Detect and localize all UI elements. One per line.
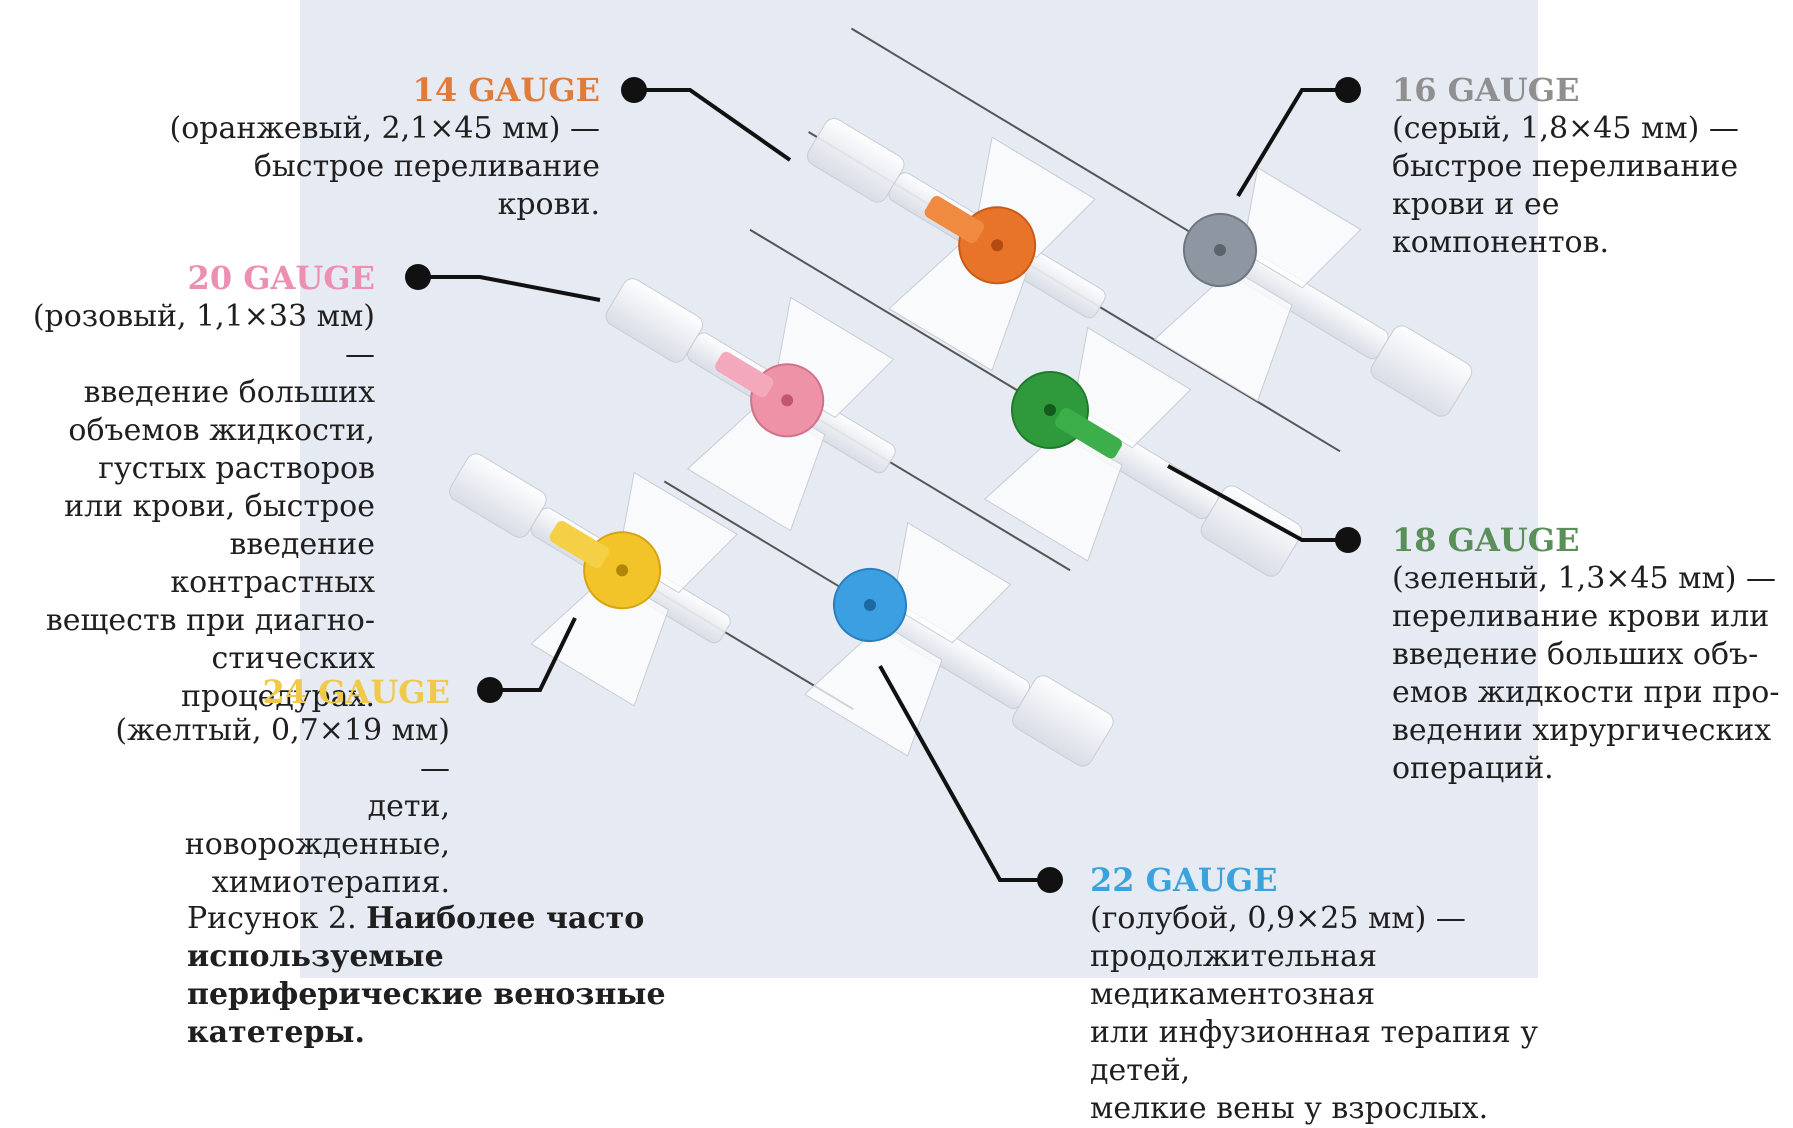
label-18-gauge: 18 GAUGE (зеленый, 1,3×45 мм) — перелива… [1392,520,1782,788]
label-14-gauge: 14 GAUGE (оранжевый, 2,1×45 мм) — быстро… [150,70,600,224]
catheter-16-gauge [850,27,1473,417]
gauge-desc-20: (розовый, 1,1×33 мм) — введение больших … [32,299,375,714]
leader-dot-20 [405,264,431,290]
leader-dot-22 [1037,867,1063,893]
leader-dot-18 [1335,527,1361,553]
catheter-22-gauge [663,480,1114,767]
catheter-18-gauge [749,228,1303,577]
figure-caption: Рисунок 2. Наиболее часто используемые п… [187,900,747,1052]
caption-title: Наиболее часто используемые периферическ… [187,901,666,1050]
label-20-gauge: 20 GAUGE (розовый, 1,1×33 мм) — введение… [20,258,375,716]
gauge-title-14: 14 GAUGE [412,71,600,109]
catheter-24-gauge [449,453,855,711]
catheter-20-gauge [605,278,1071,572]
leader-line-24 [490,617,577,692]
label-16-gauge: 16 GAUGE (серый, 1,8×45 мм) — быстрое пе… [1392,70,1782,262]
catheter-14-gauge [806,118,1341,453]
gauge-title-24: 24 GAUGE [262,673,450,711]
leader-line-20 [418,275,601,302]
gauge-desc-18: (зеленый, 1,3×45 мм) — переливание крови… [1392,561,1780,786]
leader-line-16 [1236,88,1348,198]
gauge-desc-22: (голубой, 0,9×25 мм) — продолжительная м… [1090,901,1539,1126]
gauge-title-22: 22 GAUGE [1090,861,1278,899]
label-24-gauge: 24 GAUGE (желтый, 0,7×19 мм) — дети, нов… [100,672,450,902]
gauge-title-16: 16 GAUGE [1392,71,1580,109]
leader-line-14 [634,88,792,162]
leader-dot-24 [477,677,503,703]
leader-line-18 [1167,464,1348,542]
leader-dot-16 [1335,77,1361,103]
gauge-title-20: 20 GAUGE [187,259,375,297]
label-22-gauge: 22 GAUGE (голубой, 0,9×25 мм) — продолжи… [1090,860,1610,1128]
leader-line-22 [878,665,1050,882]
gauge-desc-24: (желтый, 0,7×19 мм) — дети, новорожденны… [115,713,450,900]
gauge-title-18: 18 GAUGE [1392,521,1580,559]
gauge-desc-16: (серый, 1,8×45 мм) — быстрое переливание… [1392,111,1739,260]
catheter-illustration [405,27,1473,893]
leader-dot-14 [621,77,647,103]
gauge-desc-14: (оранжевый, 2,1×45 мм) — быстрое перелив… [169,111,600,222]
caption-prefix: Рисунок 2. [187,901,367,936]
